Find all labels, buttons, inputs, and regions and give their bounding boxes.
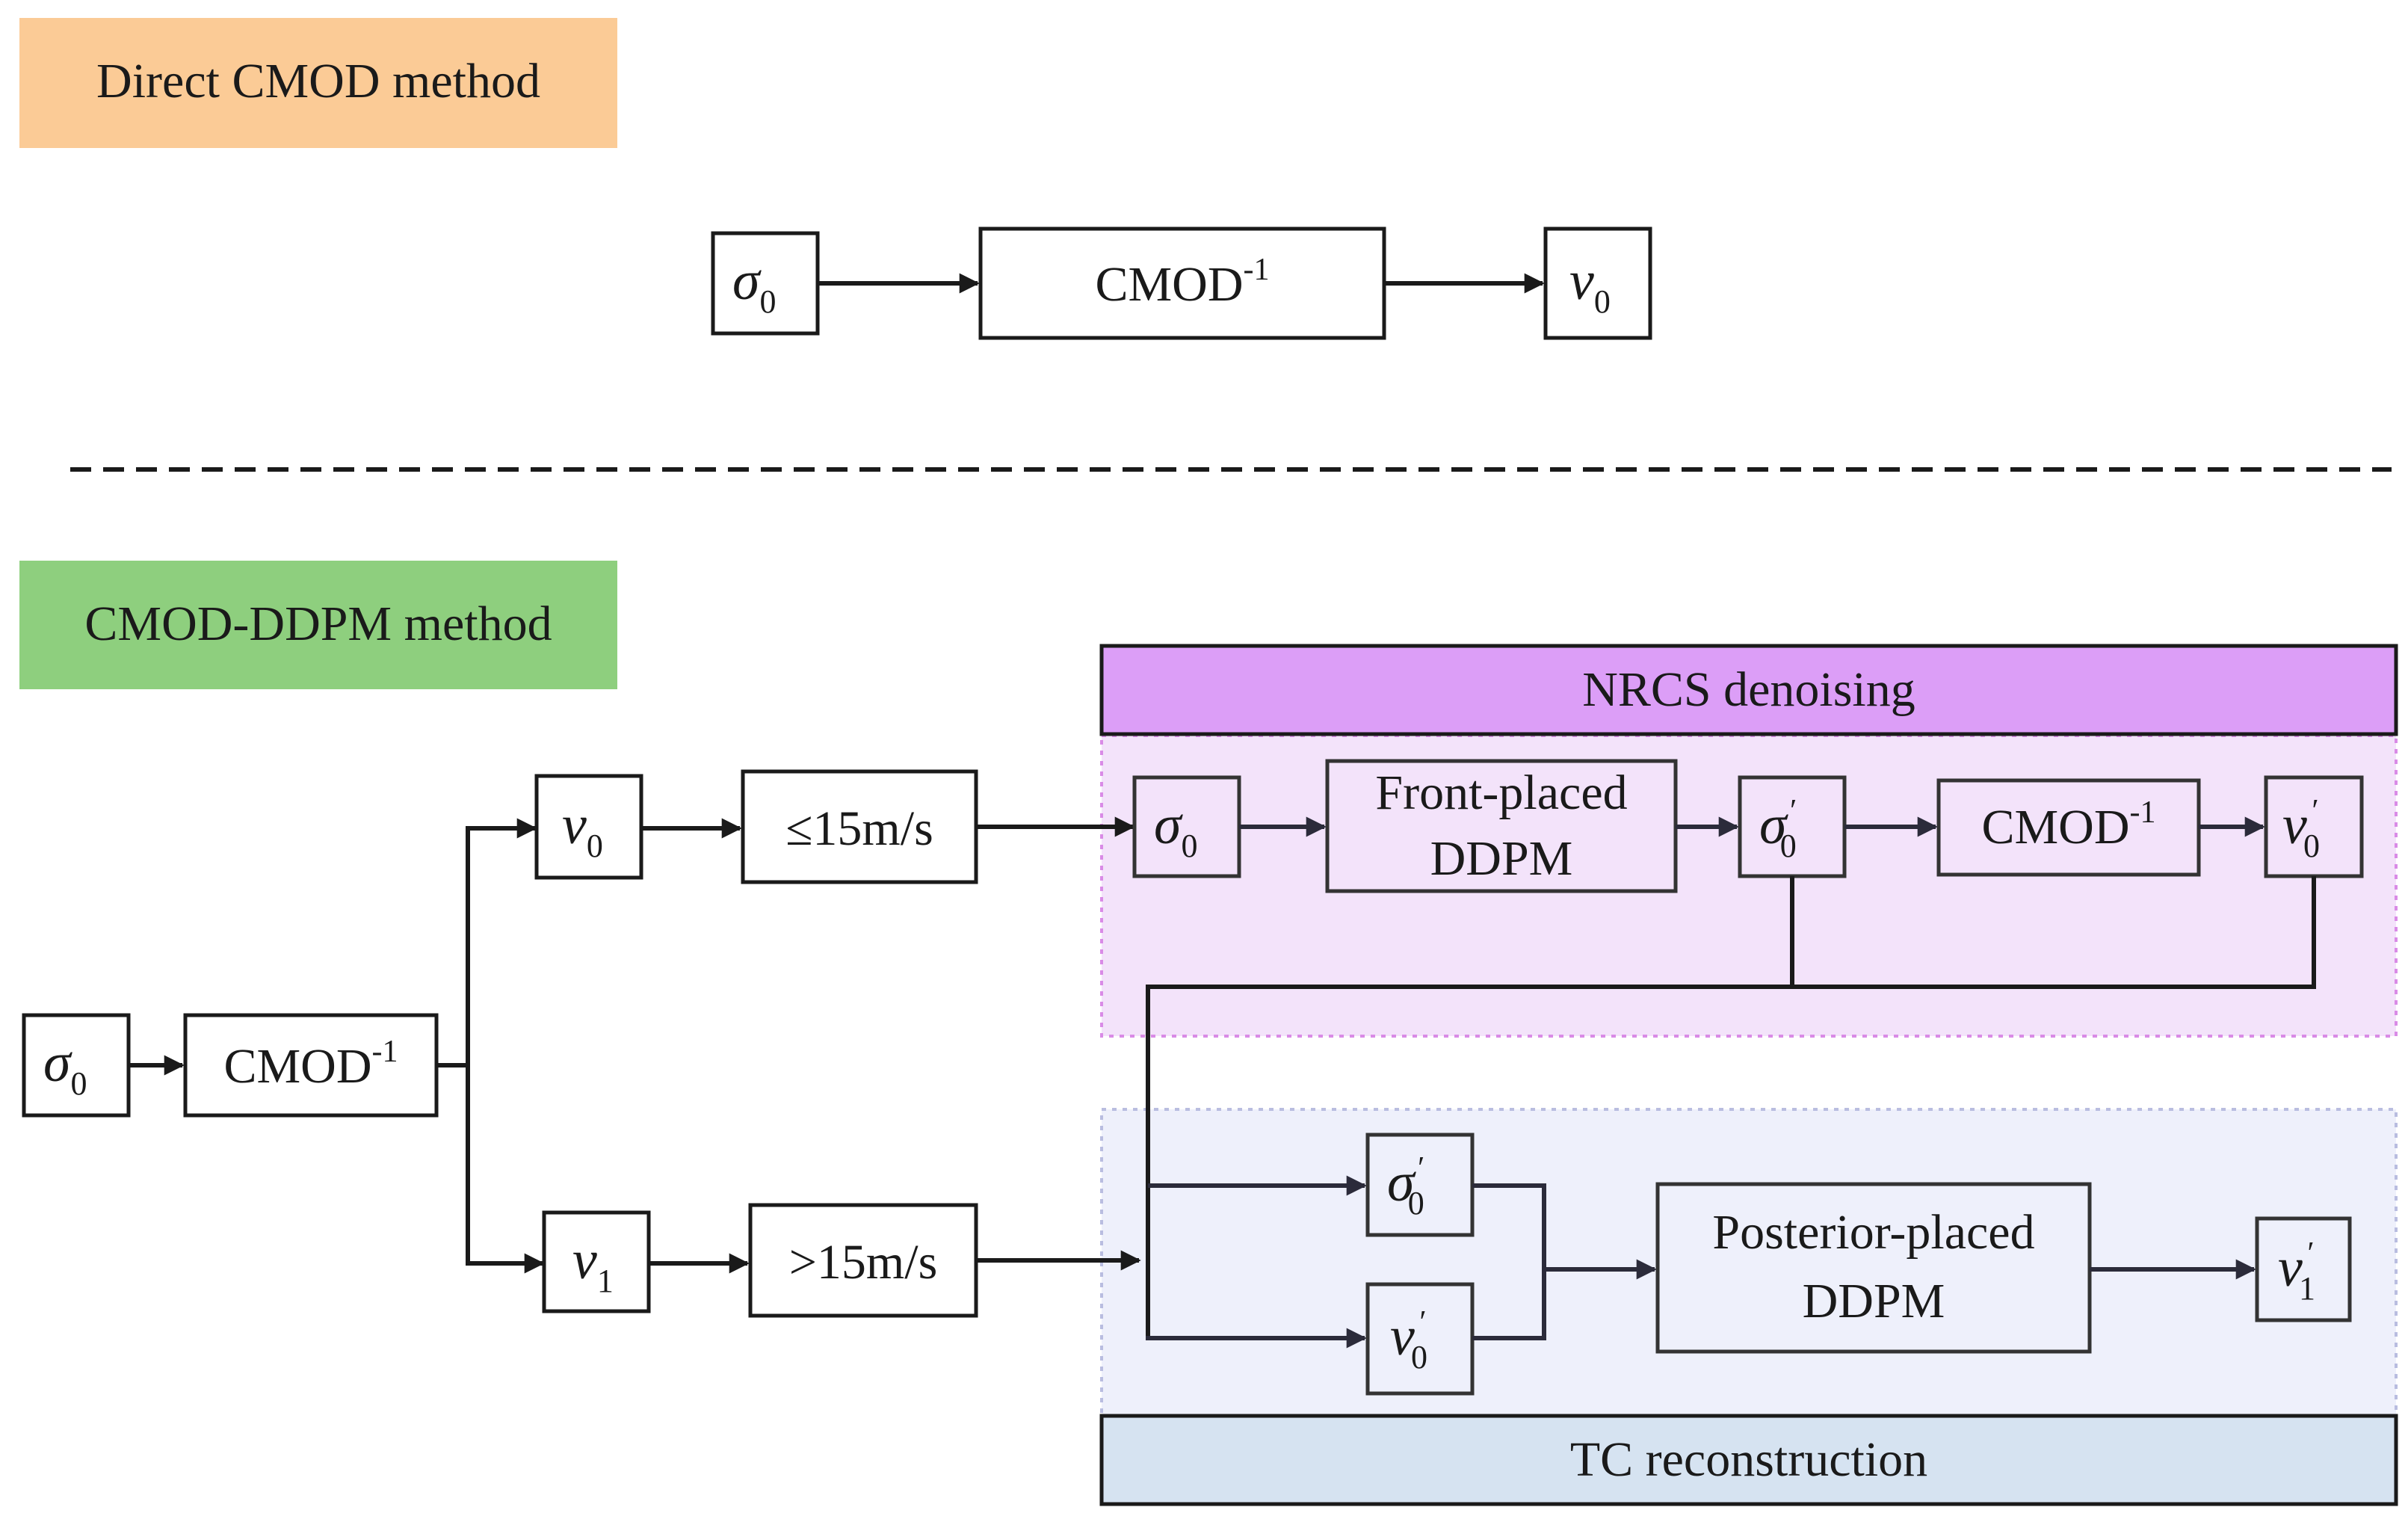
ddpm-input-sub: 0 (71, 1065, 87, 1102)
svg-text:σ0: σ0 (1154, 795, 1198, 864)
ddpm-cmod-sup: -1 (372, 1035, 398, 1069)
reconstruct-header: TC reconstruction (1099, 1414, 2398, 1506)
recon-output-prime: ′ (2306, 1236, 2313, 1271)
recon-output-sub: 1 (2299, 1270, 2315, 1307)
front-ddpm-line2: DDPM (1430, 831, 1573, 886)
recon-in2-sub: 0 (1411, 1339, 1427, 1375)
ddpm-method-title-bg (19, 561, 617, 689)
direct-method-title-bg (19, 18, 617, 148)
denoise-header: NRCS denoising (1099, 644, 2398, 736)
denoised-nrcs-box: σ′0 (1738, 775, 1847, 878)
recon-in1-sub: 0 (1408, 1185, 1424, 1221)
ddpm-cmod-label: CMOD (223, 1039, 371, 1094)
front-ddpm-line1: Front-placed (1375, 765, 1627, 820)
ddpm-method-title: CMOD-DDPM method (84, 597, 552, 651)
posterior-ddpm-line2: DDPM (1803, 1274, 1945, 1328)
low-speed-condition-box: ≤15m/s (741, 769, 978, 884)
svg-text:CMOD-1: CMOD-1 (1095, 253, 1269, 312)
recon-in2-symbol: v (1390, 1306, 1415, 1367)
denoise-cmod-box: CMOD-1 (1936, 778, 2201, 877)
branch-high-sub: 1 (597, 1263, 614, 1299)
recon-in1-symbol: σ (1387, 1152, 1416, 1213)
branch-low-sub: 0 (587, 828, 603, 864)
denoised-wind-symbol: v (2282, 795, 2307, 856)
direct-output-symbol: v (1569, 250, 1594, 312)
denoised-symbol: σ (1759, 795, 1788, 856)
direct-input-sub: 0 (760, 283, 777, 320)
denoised-wind-sub: 0 (2303, 828, 2320, 864)
denoise-cmod-sup: -1 (2130, 795, 2156, 830)
svg-text:CMOD-1: CMOD-1 (223, 1035, 398, 1094)
recon-wind-input-box: v′0 (1365, 1282, 1475, 1396)
denoise-input-sub: 0 (1182, 828, 1198, 864)
branch-high-wind-box: v1 (542, 1210, 651, 1313)
posterior-ddpm-line1: Posterior-placed (1712, 1205, 2034, 1260)
recon-in2-prime: ′ (1418, 1305, 1425, 1340)
denoise-input-box: σ0 (1132, 775, 1241, 878)
recon-nrcs-input-box: σ′0 (1365, 1133, 1475, 1237)
denoised-sub: 0 (1780, 828, 1797, 864)
posterior-ddpm-box: Posterior-placed DDPM (1655, 1182, 2092, 1354)
ddpm-input-box: σ0 (22, 1013, 131, 1118)
svg-text:v′0: v′0 (2282, 794, 2320, 864)
branch-high-symbol: v (572, 1230, 597, 1291)
branch-low-wind-box: v0 (534, 774, 643, 880)
denoise-cmod-label: CMOD (1981, 800, 2129, 854)
svg-text:σ0: σ0 (732, 250, 777, 320)
denoised-wind-box: v′0 (2264, 775, 2364, 878)
svg-text:σ′0: σ′0 (1759, 794, 1797, 864)
svg-text:v0: v0 (1569, 250, 1611, 320)
direct-method-title: Direct CMOD method (96, 54, 540, 108)
denoise-title: NRCS denoising (1582, 662, 1915, 717)
svg-text:σ0: σ0 (43, 1032, 87, 1102)
recon-in1-prime: ′ (1416, 1151, 1424, 1186)
direct-cmod-sup: -1 (1244, 253, 1270, 287)
svg-text:v′0: v′0 (1390, 1305, 1427, 1375)
front-ddpm-box: Front-placed DDPM (1325, 759, 1678, 893)
feedback-wire-2 (1146, 876, 2316, 1338)
direct-output-sub: 0 (1594, 283, 1611, 320)
ddpm-input-symbol: σ (43, 1032, 72, 1094)
denoised-wind-prime: ′ (2310, 794, 2318, 828)
recon-merge-wire (1472, 1183, 1546, 1340)
denoised-prime: ′ (1788, 794, 1796, 828)
direct-cmod-box: CMOD-1 (978, 227, 1386, 340)
recon-output-box: v′1 (2255, 1216, 2352, 1322)
direct-input-symbol: σ (732, 250, 762, 312)
high-speed-condition: >15m/s (789, 1235, 938, 1290)
svg-text:v′1: v′1 (2278, 1236, 2315, 1307)
denoise-input-symbol: σ (1154, 795, 1183, 856)
reconstruct-title: TC reconstruction (1570, 1432, 1927, 1487)
low-speed-condition: ≤15m/s (785, 801, 933, 856)
high-speed-condition-box: >15m/s (748, 1203, 978, 1318)
direct-output-box: v0 (1543, 227, 1652, 340)
direct-cmod-label: CMOD (1095, 257, 1243, 312)
ddpm-cmod-box: CMOD-1 (183, 1013, 439, 1118)
svg-text:v0: v0 (562, 795, 603, 864)
svg-text:v1: v1 (572, 1230, 614, 1299)
recon-output-symbol: v (2278, 1237, 2303, 1298)
branch-low-symbol: v (562, 795, 587, 856)
svg-text:CMOD-1: CMOD-1 (1981, 795, 2155, 854)
direct-input-box: σ0 (711, 231, 820, 336)
svg-text:σ′0: σ′0 (1387, 1151, 1424, 1221)
